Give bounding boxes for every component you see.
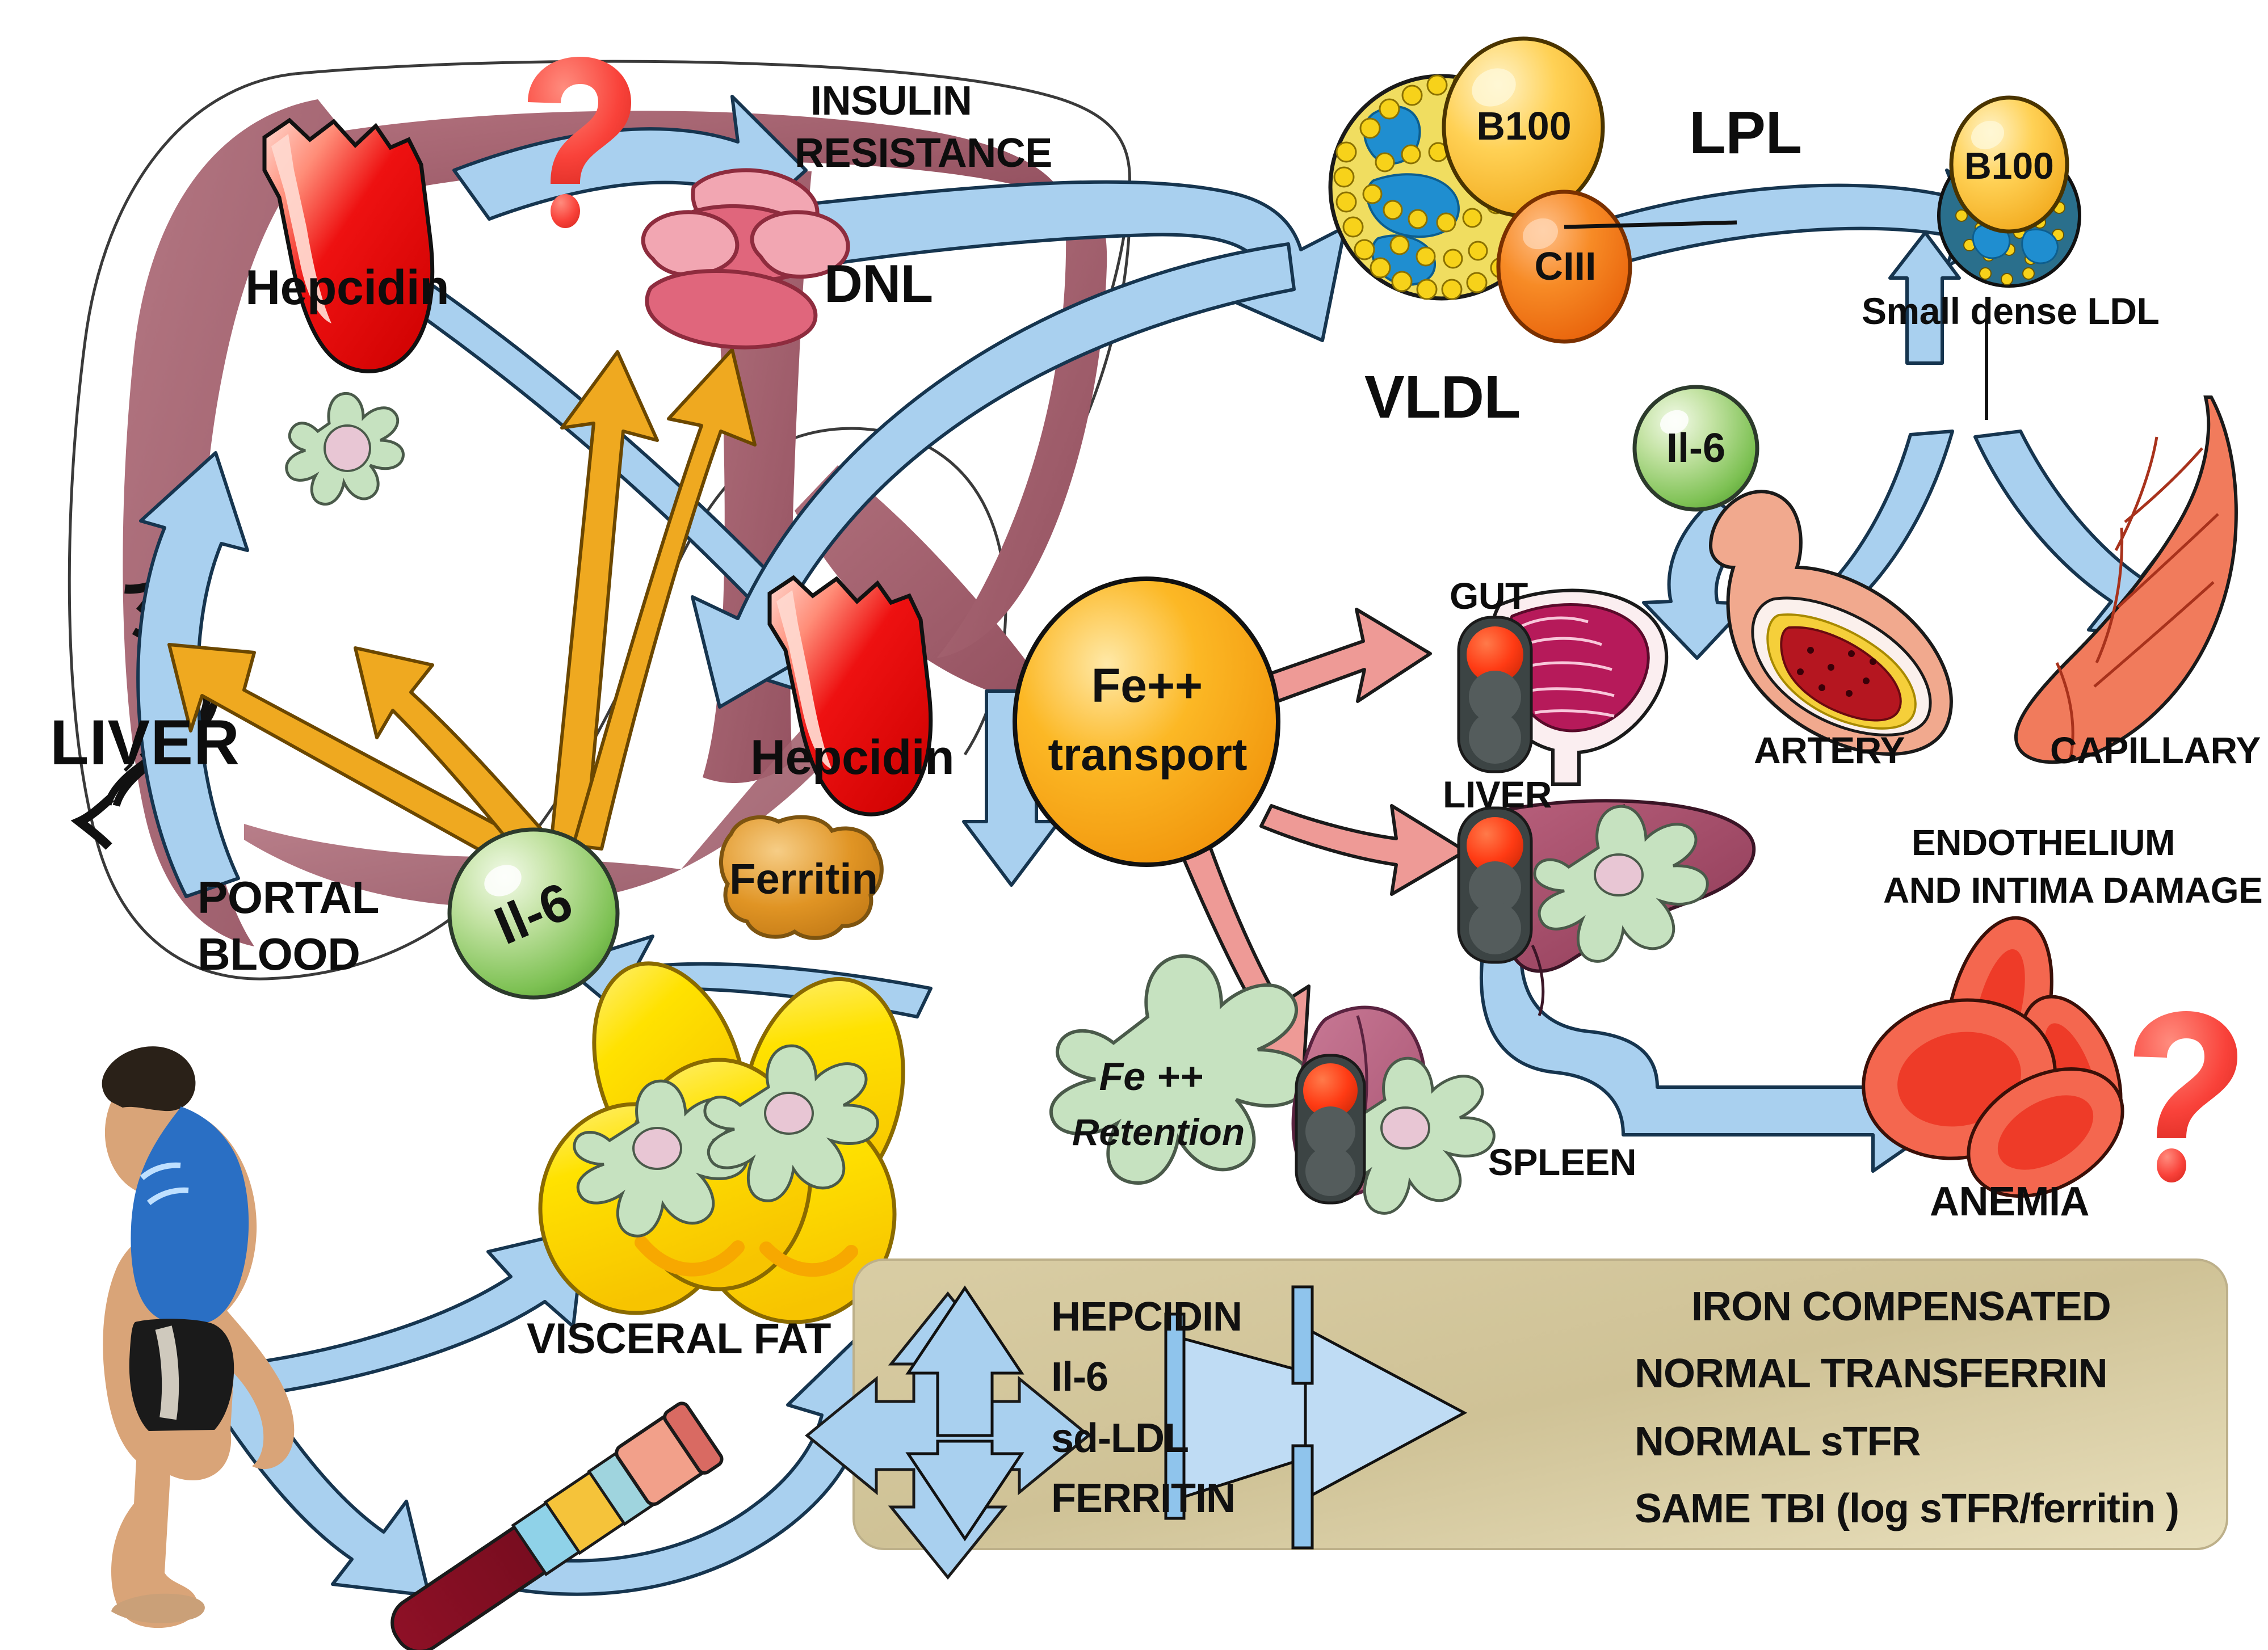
rbc-anemia-icon [1862,916,2124,1198]
apo-b100-vldl [1442,36,1605,218]
question-mark-icon-top [528,57,631,228]
gut-organ-icon [1488,588,1669,786]
apo-ciii-vldl [1496,190,1632,344]
liver-light-label: LIVER [1443,773,1552,815]
legend-outcome-normal-stfr: NORMAL sTFR [1635,1419,1921,1464]
pink-arrow-fe-to-liver [1259,804,1467,896]
blue-arrow-into-liver [691,242,1296,709]
endothelium-label-line1: ENDOTHELIUM [1912,822,2175,863]
blue-arrow-dnl-to-vldl [804,180,1347,342]
legend-outcome-normal-transferrin: NORMAL TRANSFERRIN [1635,1351,2108,1396]
endothelium-label-line2: AND INTIMA DAMAGE [1883,870,2263,911]
blue-arrow-child-to-fat [242,1227,586,1398]
legend-item-ferritin: FERRITIN [1051,1476,1236,1521]
traffic-light-liver [1457,806,1533,964]
artery-label: ARTERY [1754,729,1905,771]
hepcidin-liver-label: Hepcidin [245,260,450,315]
hepcidin-mid-label: Hepcidin [750,730,955,785]
question-mark-icon-anemia [2134,1011,2237,1182]
orange-arrows [167,348,757,882]
fe-retention-macrophage [1049,954,1310,1185]
visceral-fat-label: VISCERAL FAT [527,1315,831,1363]
artery-icon [1708,490,1953,756]
gut-label: GUT [1450,575,1528,617]
ferritin-icon [719,815,884,940]
obese-child-photo [102,1046,295,1628]
portal-blood-label-line2: BLOOD [198,929,360,979]
insulin-resistance-label-line2: RESISTANCE [795,131,1052,176]
traffic-light-spleen [1295,1054,1366,1205]
legend-outcome-same-tbi: SAME TBI (log sTFR/ferritin ) [1635,1486,2179,1531]
fat-macrophage-icons [573,1044,879,1238]
liver-kupffer-icon [1533,805,1709,963]
dnl-fatcells-icon [641,168,850,350]
blue-arrow-sdldl-up [1888,231,1961,365]
orange-arrow-il6-to-kupffer [354,646,568,882]
dnl-label: DNL [824,254,933,313]
vldl-particle-icon [1328,36,1737,344]
anemia-label: ANEMIA [1930,1179,2090,1224]
blue-arrow-child-to-tube [198,1366,431,1597]
traffic-light-gut [1457,616,1533,773]
orange-arrow-il6-to-dnl [572,348,757,851]
vldl-label: VLDL [1364,364,1521,431]
hepcidin-icon-liver [262,117,435,373]
legend-result-arrow [1164,1285,1468,1550]
blue-arrow-liver-to-anemia [1479,952,1960,1173]
lpl-label: LPL [1689,99,1802,166]
portal-blood-label-line1: PORTAL [198,872,379,923]
insulin-resistance-label-line1: INSULIN [810,78,972,124]
small-dense-ldl-icon [1937,95,2081,420]
legend-bidirectional-arrow [905,1285,1024,1542]
small-dense-ldl-label: Small dense LDL [1862,290,2160,332]
il6-bubble-artery [1632,385,1759,512]
spleen-macrophage-icon [1320,1056,1496,1215]
legend-outcome-iron-compensated: IRON COMPENSATED [1691,1284,2111,1329]
il6-bubble-portal [447,827,620,1000]
blue-arrow-hepcidin-to-ir [452,95,808,240]
orange-arrow-il6-to-hepcidin [549,350,659,853]
legend-panel [805,1258,2228,1580]
apo-b100-ldl [1949,95,2069,234]
capillary-icon [2014,395,2238,764]
liver-label: LIVER [50,707,240,778]
kupffer-cell-icons [285,392,405,506]
blood-tube-icon [390,1401,724,1650]
hepcidin-icon-mid [767,575,933,816]
spleen-label: SPLEEN [1488,1141,1637,1183]
legend-item-hepcidin: HEPCIDIN [1051,1294,1242,1340]
capillary-label: CAPILLARY [2050,729,2261,771]
fe-transport-sphere [1013,576,1280,867]
pink-arrow-fe-to-gut [1264,608,1432,705]
legend-item-il6: Il-6 [1051,1354,1108,1400]
legend-item-sdldl: sd-LDL [1051,1416,1189,1461]
